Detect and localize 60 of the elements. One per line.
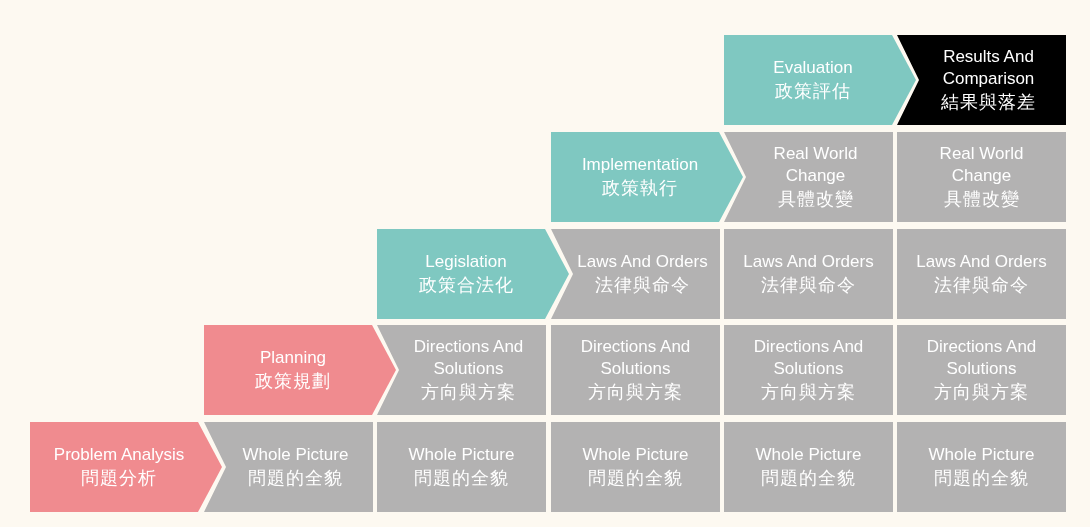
outcome-box (724, 132, 893, 222)
stage-name-chinese: 問題分析 (81, 466, 157, 490)
outcome-name: Directions And Solutions (752, 335, 865, 380)
outcome-box (204, 422, 373, 512)
outcome-box (897, 325, 1066, 415)
outcome-name-chinese: 方向與方案 (421, 380, 516, 404)
outcome-name: Whole Picture (408, 443, 515, 466)
outcome-name: Directions And Solutions (925, 335, 1038, 380)
outcome-name: Whole Picture (582, 443, 689, 466)
outcome-name: Results And Comparison (941, 45, 1036, 90)
outcome-name-chinese: 法律與命令 (761, 273, 856, 297)
outcome-name-chinese: 法律與命令 (934, 273, 1029, 297)
outcome-name-chinese: 問題的全貌 (761, 466, 856, 490)
outcome-name: Laws And Orders (916, 250, 1047, 273)
outcome-name-chinese: 方向與方案 (934, 380, 1029, 404)
stage-name-chinese: 政策合法化 (418, 273, 514, 297)
outcome-box (897, 229, 1066, 319)
outcome-name-chinese: 問題的全貌 (414, 466, 509, 490)
outcome-name: Whole Picture (755, 443, 862, 466)
stage-box (30, 422, 222, 512)
outcome-name-chinese: 問題的全貌 (934, 466, 1029, 490)
outcome-name-chinese: 方向與方案 (761, 380, 856, 404)
stage-name: Implementation (581, 153, 699, 176)
stage-name: Problem Analysis (53, 443, 185, 466)
stage-name: Legislation (425, 250, 507, 273)
outcome-name-chinese: 問題的全貌 (248, 466, 343, 490)
stage-name: Planning (259, 346, 327, 369)
outcome-box (724, 422, 893, 512)
outcome-box (897, 422, 1066, 512)
outcome-name-chinese: 結果與落差 (941, 90, 1036, 114)
outcome-box (724, 229, 893, 319)
result-box (897, 35, 1066, 125)
outcome-box (551, 229, 720, 319)
stage-name: Evaluation (773, 56, 853, 79)
outcome-name: Laws And Orders (743, 250, 874, 273)
outcome-name: Laws And Orders (577, 250, 708, 273)
outcome-name: Real World Change (938, 142, 1025, 187)
stage-box (551, 132, 743, 222)
outcome-name-chinese: 方向與方案 (588, 380, 683, 404)
outcome-name-chinese: 具體改變 (777, 187, 854, 211)
outcome-name: Directions And Solutions (412, 335, 525, 380)
outcome-box (551, 422, 720, 512)
outcome-box (551, 325, 720, 415)
outcome-name-chinese: 問題的全貌 (588, 466, 683, 490)
stage-box (377, 229, 569, 319)
outcome-name-chinese: 法律與命令 (595, 273, 690, 297)
outcome-name: Real World Change (772, 142, 859, 187)
stage-name-chinese: 政策規劃 (255, 369, 331, 393)
outcome-box (377, 422, 546, 512)
outcome-name: Directions And Solutions (579, 335, 692, 380)
outcome-name: Whole Picture (242, 443, 349, 466)
outcome-box (377, 325, 546, 415)
stage-box (204, 325, 396, 415)
stage-name-chinese: 政策執行 (602, 176, 678, 200)
outcome-box (897, 132, 1066, 222)
stage-name-chinese: 政策評估 (775, 79, 851, 103)
outcome-name-chinese: 具體改變 (943, 187, 1020, 211)
stage-box (724, 35, 916, 125)
outcome-box (724, 325, 893, 415)
outcome-name: Whole Picture (928, 443, 1035, 466)
